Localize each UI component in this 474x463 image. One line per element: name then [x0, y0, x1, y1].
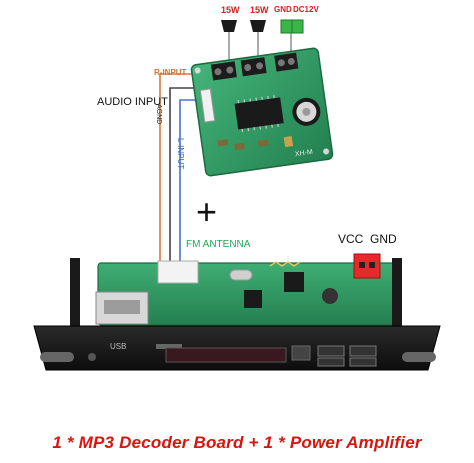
decoder-board: [70, 253, 402, 334]
vcc-label: VCC: [338, 232, 364, 246]
amplifier-board: [190, 47, 334, 177]
r-input-label: R-INPUT: [154, 68, 187, 77]
agnd-label: AGND: [155, 104, 162, 125]
gnd-decoder-label: GND: [370, 232, 397, 246]
fm-antenna-label: FM ANTENNA: [186, 239, 251, 250]
plus-sign: +: [196, 191, 218, 232]
right-speaker-label: 15W: [250, 5, 269, 15]
usb-port-label: USB: [110, 342, 127, 351]
audio-input-label: AUDIO INPUT: [97, 96, 168, 108]
dc12v-label: DC12V: [293, 5, 319, 14]
decoder-front-panel: [33, 325, 441, 371]
gnd-power-label: GND: [274, 5, 292, 14]
l-input-label: L-INPUT: [176, 138, 185, 170]
power-terminal-icon: [280, 19, 304, 34]
speaker-right-plug-icon: [250, 20, 266, 32]
left-speaker-label: 15W: [221, 5, 240, 15]
speaker-left-plug-icon: [221, 20, 237, 32]
product-caption: 1 * MP3 Decoder Board + 1 * Power Amplif…: [52, 433, 422, 452]
